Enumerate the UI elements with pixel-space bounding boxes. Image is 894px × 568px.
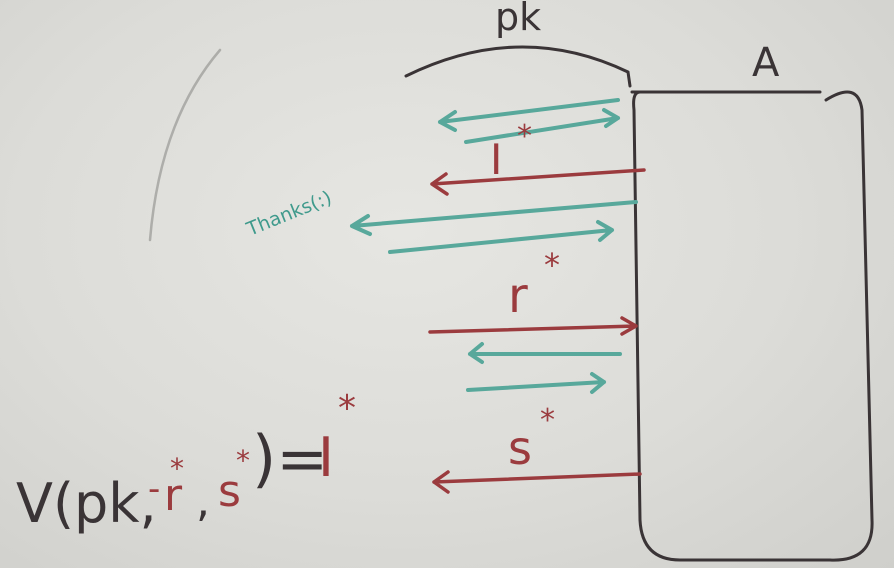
teal-arrow-3 bbox=[350, 200, 638, 236]
r-star-mark: * bbox=[544, 246, 560, 284]
teal-arrow-1 bbox=[438, 98, 620, 132]
i-star-arrow bbox=[430, 168, 646, 196]
teal-arrow-5 bbox=[468, 342, 622, 364]
verify-equation: V(pk, - r * , s * )= I * bbox=[16, 388, 356, 535]
equation-i-star: * bbox=[338, 388, 356, 429]
box-a-label: A bbox=[752, 40, 780, 86]
pk-brace bbox=[404, 45, 632, 88]
equation-comma: , bbox=[196, 476, 210, 527]
faint-arc bbox=[148, 48, 222, 242]
equation-r-star: * bbox=[170, 452, 184, 485]
s-star-mark: * bbox=[540, 403, 555, 438]
equation-close: )= bbox=[252, 422, 328, 495]
equation-s: s bbox=[218, 466, 241, 517]
equation-s-star: * bbox=[236, 444, 250, 477]
teal-arrow-2 bbox=[464, 108, 620, 144]
equation-i: I bbox=[318, 426, 334, 489]
teal-arrow-6 bbox=[466, 372, 606, 394]
equation-prefix: V(pk, bbox=[16, 472, 157, 535]
equation-r: r bbox=[164, 470, 183, 521]
r-star-label: r bbox=[508, 268, 528, 324]
s-star-label: s bbox=[508, 421, 532, 475]
teal-arrow-4 bbox=[388, 220, 614, 254]
i-star-mark: * bbox=[517, 119, 532, 154]
pk-label: pk bbox=[495, 0, 541, 39]
equation-minus: - bbox=[148, 469, 160, 509]
box-a bbox=[630, 90, 874, 562]
i-star-label: I bbox=[490, 135, 502, 184]
teal-note: Thanks(:) bbox=[243, 187, 335, 241]
s-star-arrow bbox=[432, 470, 642, 494]
r-star-arrow bbox=[428, 316, 638, 336]
